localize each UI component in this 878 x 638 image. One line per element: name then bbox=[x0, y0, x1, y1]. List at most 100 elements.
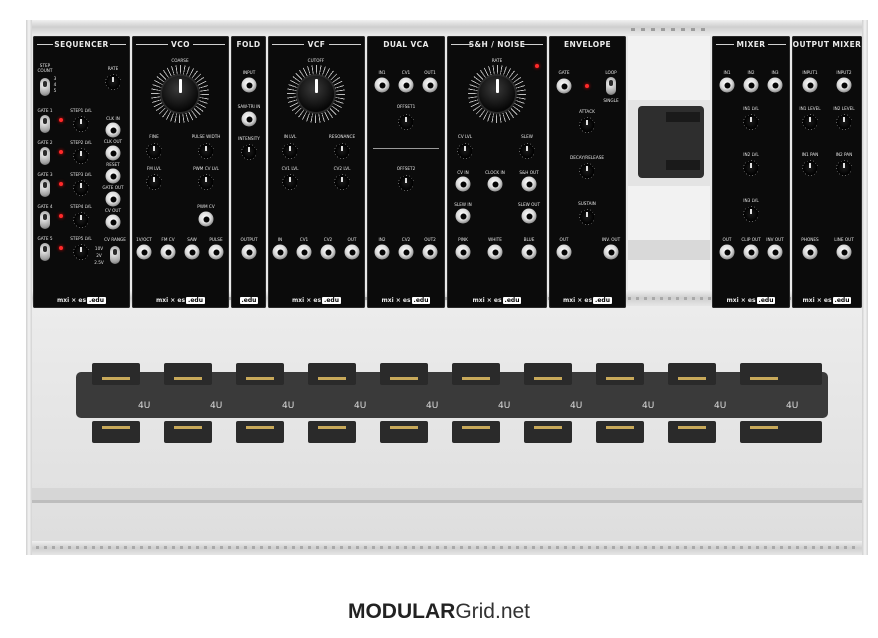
env-inv-out-jack[interactable] bbox=[603, 244, 619, 260]
vca-in2-jack[interactable] bbox=[374, 244, 390, 260]
env-out-jack[interactable] bbox=[556, 244, 572, 260]
resonance-knob[interactable] bbox=[334, 143, 350, 159]
pulse-out-jack[interactable] bbox=[208, 244, 224, 260]
knob-label: CV1 LVL bbox=[281, 166, 299, 171]
phones-jack[interactable] bbox=[802, 244, 818, 260]
jack-label: CLOCK IN bbox=[485, 170, 505, 175]
mixer-in2-jack[interactable] bbox=[743, 77, 759, 93]
gate-switch[interactable] bbox=[40, 211, 50, 229]
step-level-knob[interactable] bbox=[73, 180, 89, 196]
output-mixer-module: OUTPUT MIXER INPUT1 INPUT2 IN1 LEVEL IN2… bbox=[792, 36, 862, 308]
gate-switch[interactable] bbox=[40, 243, 50, 261]
loop-label: LOOP bbox=[605, 70, 617, 75]
in2-level-knob[interactable] bbox=[743, 160, 759, 176]
line-out-jack[interactable] bbox=[836, 244, 852, 260]
in2-level-knob[interactable] bbox=[836, 114, 852, 130]
step-level-knob[interactable] bbox=[73, 116, 89, 132]
step-level-knob[interactable] bbox=[73, 148, 89, 164]
pwm-cv-jack[interactable] bbox=[198, 211, 214, 227]
cv-out-jack[interactable] bbox=[105, 214, 121, 230]
step-level-knob[interactable] bbox=[73, 212, 89, 228]
step-count-switch[interactable] bbox=[40, 78, 50, 96]
slew-in-jack[interactable] bbox=[455, 208, 471, 224]
in2-pan-knob[interactable] bbox=[836, 160, 852, 176]
loop-switch[interactable] bbox=[606, 77, 616, 95]
pink-noise-jack[interactable] bbox=[455, 244, 471, 260]
vcf-cv2-jack[interactable] bbox=[320, 244, 336, 260]
coarse-knob[interactable] bbox=[151, 65, 209, 123]
in1-level-knob[interactable] bbox=[743, 114, 759, 130]
gate-switch[interactable] bbox=[40, 147, 50, 165]
intensity-label: INTENSITY bbox=[238, 136, 260, 141]
sh-out-jack[interactable] bbox=[521, 176, 537, 192]
mixer-in3-jack[interactable] bbox=[767, 77, 783, 93]
offset1-knob[interactable] bbox=[398, 114, 414, 130]
offset2-knob[interactable] bbox=[398, 175, 414, 191]
mixer-clip-out-jack[interactable] bbox=[743, 244, 759, 260]
vcf-in-jack[interactable] bbox=[272, 244, 288, 260]
knob-label: SUSTAIN bbox=[578, 201, 596, 206]
blue-noise-jack[interactable] bbox=[521, 244, 537, 260]
cv-range-switch[interactable] bbox=[110, 246, 120, 264]
fold-output-jack[interactable] bbox=[241, 244, 257, 260]
pulse-width-knob[interactable] bbox=[198, 143, 214, 159]
rate-knob[interactable] bbox=[105, 74, 121, 90]
saw-tri-jack[interactable] bbox=[241, 111, 257, 127]
outmix-input2-jack[interactable] bbox=[836, 77, 852, 93]
clock-in-jack[interactable] bbox=[105, 122, 121, 138]
switch-option-label: 5 bbox=[53, 88, 57, 93]
sequencer-module: SEQUENCER STEP COUNT 3 4 5 RATE GATE 1 G… bbox=[33, 36, 130, 308]
vca-cv2-jack[interactable] bbox=[398, 244, 414, 260]
gate-switch[interactable] bbox=[40, 179, 50, 197]
cv2-level-knob[interactable] bbox=[334, 174, 350, 190]
knob-label: PWM CV LVL bbox=[193, 166, 219, 171]
slew-out-jack[interactable] bbox=[521, 208, 537, 224]
fm-cv-jack[interactable] bbox=[160, 244, 176, 260]
clock-out-jack[interactable] bbox=[105, 145, 121, 161]
decay-release-knob[interactable] bbox=[579, 163, 595, 179]
attack-knob[interactable] bbox=[579, 117, 595, 133]
in1-pan-knob[interactable] bbox=[802, 160, 818, 176]
white-noise-jack[interactable] bbox=[487, 244, 503, 260]
1v-oct-jack[interactable] bbox=[136, 244, 152, 260]
mixer-out-jack[interactable] bbox=[719, 244, 735, 260]
step-level-label: STEP1 LVL bbox=[70, 108, 92, 113]
rate-label: RATE bbox=[107, 66, 119, 71]
reset-jack[interactable] bbox=[105, 168, 121, 184]
saw-out-jack[interactable] bbox=[184, 244, 200, 260]
outmix-input1-jack[interactable] bbox=[802, 77, 818, 93]
sh-cv-in-jack[interactable] bbox=[455, 176, 471, 192]
in3-level-knob[interactable] bbox=[743, 206, 759, 222]
step-level-knob[interactable] bbox=[73, 244, 89, 260]
vca-cv1-jack[interactable] bbox=[398, 77, 414, 93]
vca-in1-jack[interactable] bbox=[374, 77, 390, 93]
sh-rate-knob[interactable] bbox=[468, 65, 526, 123]
env-gate-jack[interactable] bbox=[556, 78, 572, 94]
fm-level-knob[interactable] bbox=[146, 174, 162, 190]
cv-level-knob[interactable] bbox=[457, 143, 473, 159]
sh-clock-in-jack[interactable] bbox=[487, 176, 503, 192]
gate-switch[interactable] bbox=[40, 115, 50, 133]
cutoff-knob[interactable] bbox=[287, 65, 345, 123]
cv1-level-knob[interactable] bbox=[282, 174, 298, 190]
in-level-knob[interactable] bbox=[282, 143, 298, 159]
mixer-in1-jack[interactable] bbox=[719, 77, 735, 93]
gate-out-jack[interactable] bbox=[105, 191, 121, 207]
vca-out2-jack[interactable] bbox=[422, 244, 438, 260]
in1-level-knob[interactable] bbox=[802, 114, 818, 130]
vcf-cv1-jack[interactable] bbox=[296, 244, 312, 260]
slew-knob[interactable] bbox=[519, 143, 535, 159]
cv-level-label: CV LVL bbox=[457, 134, 473, 139]
title-rule bbox=[523, 44, 543, 45]
vca-out1-jack[interactable] bbox=[422, 77, 438, 93]
sustain-knob[interactable] bbox=[579, 209, 595, 225]
fine-knob[interactable] bbox=[146, 143, 162, 159]
knob-label: RESONANCE bbox=[328, 134, 356, 139]
fold-input-jack[interactable] bbox=[241, 77, 257, 93]
vcf-out-jack[interactable] bbox=[344, 244, 360, 260]
jack-label: CV2 bbox=[401, 237, 411, 242]
mixer-inv-out-jack[interactable] bbox=[767, 244, 783, 260]
pwm-cv-level-knob[interactable] bbox=[198, 174, 214, 190]
intensity-knob[interactable] bbox=[241, 144, 257, 160]
